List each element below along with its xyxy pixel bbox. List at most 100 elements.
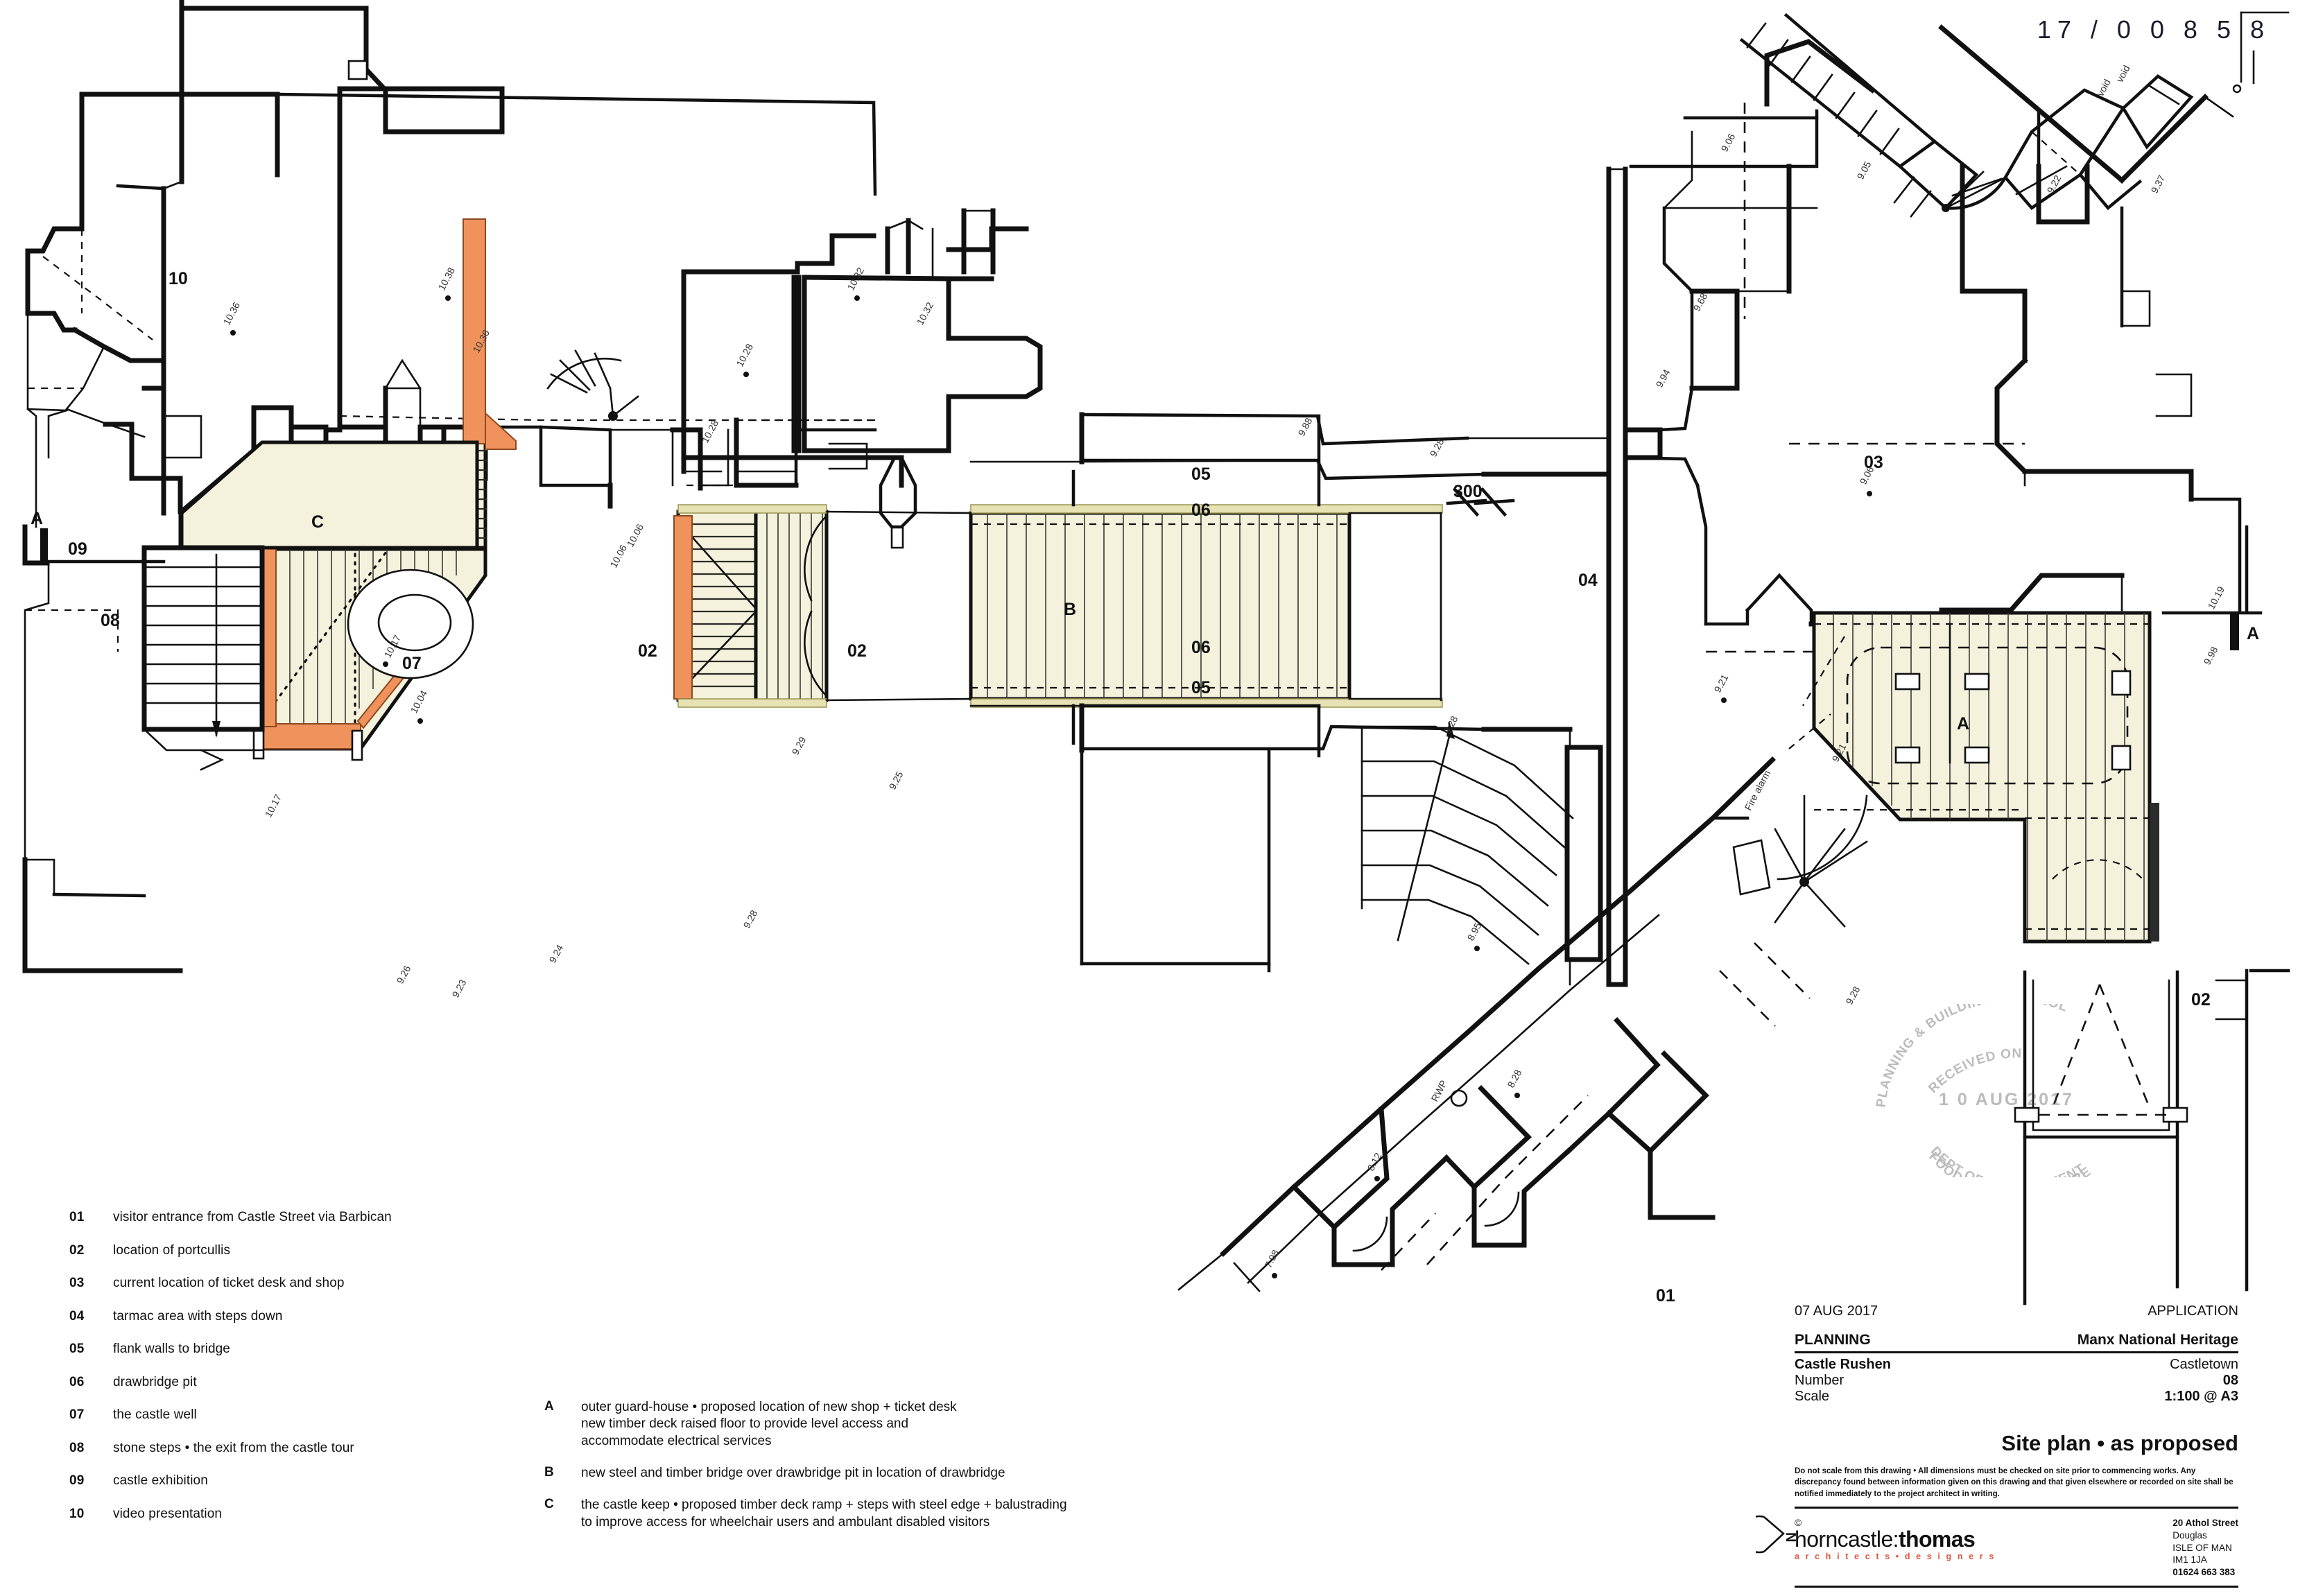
practice-name-second: thomas bbox=[1898, 1526, 1976, 1552]
deck-bridge-B bbox=[673, 504, 1443, 708]
legend-text: outer guard-house • proposed location of… bbox=[581, 1399, 957, 1450]
plan-left-exhibition-walls bbox=[22, 226, 183, 973]
legend-key: 02 bbox=[69, 1242, 85, 1258]
svg-text:02: 02 bbox=[847, 641, 867, 661]
practice-identity: © horncastle:thomas a r c h i t e c t s … bbox=[1795, 1517, 1996, 1561]
numbered-legend: 01 visitor entrance from Castle Street v… bbox=[69, 1210, 513, 1539]
drawing-disclaimer: Do not scale from this drawing • All dim… bbox=[1795, 1467, 2234, 1498]
svg-text:10.17: 10.17 bbox=[263, 792, 284, 819]
svg-text:10.06: 10.06 bbox=[608, 543, 630, 570]
legend-line: outer guard-house • proposed location of… bbox=[581, 1400, 957, 1414]
drawing-number-value: 08 bbox=[2222, 1373, 2238, 1388]
legend-item-02: 02 location of portcullis bbox=[69, 1243, 513, 1258]
svg-text:08: 08 bbox=[101, 611, 120, 630]
address-line: ISLE OF MAN bbox=[2172, 1542, 2232, 1553]
title-block-scale-row: Scale 1:100 @ A3 bbox=[1795, 1389, 2238, 1405]
legend-key: A bbox=[544, 1399, 554, 1414]
svg-text:10.38: 10.38 bbox=[436, 266, 458, 293]
project-name: Castle Rushen bbox=[1795, 1357, 1891, 1372]
svg-text:9.68: 9.68 bbox=[1691, 291, 1710, 313]
legend-line: to improve access for wheelchair users a… bbox=[581, 1514, 990, 1529]
svg-text:06: 06 bbox=[1191, 501, 1211, 520]
svg-text:05: 05 bbox=[1191, 678, 1211, 697]
svg-text:9.94: 9.94 bbox=[1654, 367, 1673, 390]
legend-text: location of portcullis bbox=[113, 1242, 231, 1258]
project-location: Castletown bbox=[2170, 1357, 2238, 1372]
svg-text:9.21: 9.21 bbox=[1712, 673, 1731, 695]
svg-text:void: void bbox=[2114, 63, 2132, 84]
svg-text:9.24: 9.24 bbox=[547, 943, 566, 965]
legend-key: B bbox=[544, 1464, 554, 1480]
legend-text: stone steps • the exit from the castle t… bbox=[113, 1440, 354, 1455]
title-block-divider-2 bbox=[1795, 1506, 2238, 1509]
copyright-symbol: © bbox=[1795, 1516, 1802, 1528]
practice-tagline: a r c h i t e c t s • d e s i g n e r s bbox=[1795, 1551, 1996, 1561]
practice-name-separator: : bbox=[1892, 1526, 1899, 1552]
legend-key: 08 bbox=[69, 1440, 85, 1455]
title-block-divider-1 bbox=[1795, 1351, 2238, 1353]
legend-item-07: 07 the castle well bbox=[69, 1407, 513, 1423]
plan-spiral-stair-keep bbox=[546, 349, 639, 421]
svg-text:9.25: 9.25 bbox=[887, 770, 906, 792]
practice-telephone: 01624 663 383 bbox=[2172, 1567, 2236, 1578]
plan-stone-steps-08 bbox=[141, 545, 265, 771]
svg-text:10.28: 10.28 bbox=[734, 342, 756, 369]
svg-text:03: 03 bbox=[1864, 453, 1883, 472]
svg-text:9.29: 9.29 bbox=[790, 735, 809, 757]
legend-key: 05 bbox=[69, 1342, 85, 1356]
svg-text:9.98: 9.98 bbox=[2202, 645, 2220, 667]
address-line: 20 Athol Street bbox=[2172, 1517, 2238, 1528]
svg-text:10.32: 10.32 bbox=[915, 300, 936, 327]
svg-text:9.05: 9.05 bbox=[1855, 159, 1874, 182]
legend-text: castle exhibition bbox=[113, 1473, 208, 1488]
address-line: Douglas bbox=[2172, 1529, 2207, 1541]
svg-text:9.26: 9.26 bbox=[395, 964, 413, 986]
planning-reference-number: 17 / 0 0 8 5 8 bbox=[2037, 15, 2270, 44]
north-point-icon: N bbox=[1756, 1515, 1798, 1554]
svg-text:9.06: 9.06 bbox=[1719, 132, 1738, 154]
practice-logo: horncastle:thomas bbox=[1795, 1528, 1996, 1550]
svg-text:9.88: 9.88 bbox=[1296, 416, 1315, 438]
drawing-scale-label: Scale bbox=[1795, 1389, 1830, 1404]
north-letter: N bbox=[1783, 1532, 1798, 1542]
legend-key: 10 bbox=[69, 1506, 85, 1521]
svg-text:05: 05 bbox=[1191, 465, 1211, 484]
drawing-scale-value: 1:100 @ A3 bbox=[2164, 1389, 2238, 1404]
legend-text: flank walls to bridge bbox=[113, 1342, 230, 1356]
legend-item-05: 05 flank walls to bridge bbox=[69, 1342, 513, 1357]
legend-item-03: 03 current location of ticket desk and s… bbox=[69, 1276, 513, 1291]
legend-key: 07 bbox=[69, 1407, 85, 1422]
plan-bridge-flank-walls bbox=[969, 412, 1515, 973]
legend-line: new steel and timber bridge over drawbri… bbox=[581, 1465, 1005, 1480]
svg-text:A: A bbox=[2247, 624, 2259, 643]
legend-key: 04 bbox=[69, 1308, 85, 1324]
drawing-date: 07 AUG 2017 bbox=[1795, 1303, 1878, 1319]
svg-text:A: A bbox=[31, 509, 43, 528]
plan-barbican-walls bbox=[1177, 756, 2290, 1306]
title-block-authority-row: PLANNING Manx National Heritage bbox=[1795, 1319, 2238, 1348]
legend-key: 06 bbox=[69, 1374, 85, 1389]
plan-keep-inner-halls bbox=[681, 208, 1043, 549]
drawing-number-label: Number bbox=[1795, 1373, 1845, 1388]
svg-text:09: 09 bbox=[68, 539, 87, 559]
legend-item-08: 08 stone steps • the exit from the castl… bbox=[69, 1441, 513, 1456]
legend-line: the castle keep • proposed timber deck r… bbox=[581, 1498, 1067, 1513]
legend-key: 09 bbox=[69, 1473, 85, 1488]
drawing-status: APPLICATION bbox=[2148, 1303, 2238, 1319]
legend-item-C: C the castle keep • proposed timber deck… bbox=[544, 1497, 1099, 1531]
practice-address: 20 Athol Street Douglas ISLE OF MAN IM1 … bbox=[2172, 1517, 2238, 1579]
svg-text:02: 02 bbox=[638, 641, 657, 661]
svg-text:8.12: 8.12 bbox=[1365, 1151, 1384, 1173]
svg-text:9.37: 9.37 bbox=[2149, 173, 2168, 196]
legend-item-B: B new steel and timber bridge over drawb… bbox=[544, 1465, 1099, 1482]
plan-spiral-stair-guardhouse bbox=[1732, 713, 1868, 928]
legend-item-06: 06 drawbridge pit bbox=[69, 1375, 513, 1390]
svg-text:01: 01 bbox=[1656, 1286, 1675, 1306]
legend-text: drawbridge pit bbox=[113, 1374, 197, 1389]
title-block-project-row: Castle Rushen Castletown bbox=[1795, 1357, 2238, 1373]
legend-line: new timber deck raised floor to provide … bbox=[581, 1416, 909, 1432]
title-block-date-row: 07 AUG 2017 APPLICATION bbox=[1795, 1303, 2238, 1319]
plan-right-wall-returns bbox=[1466, 437, 1750, 986]
